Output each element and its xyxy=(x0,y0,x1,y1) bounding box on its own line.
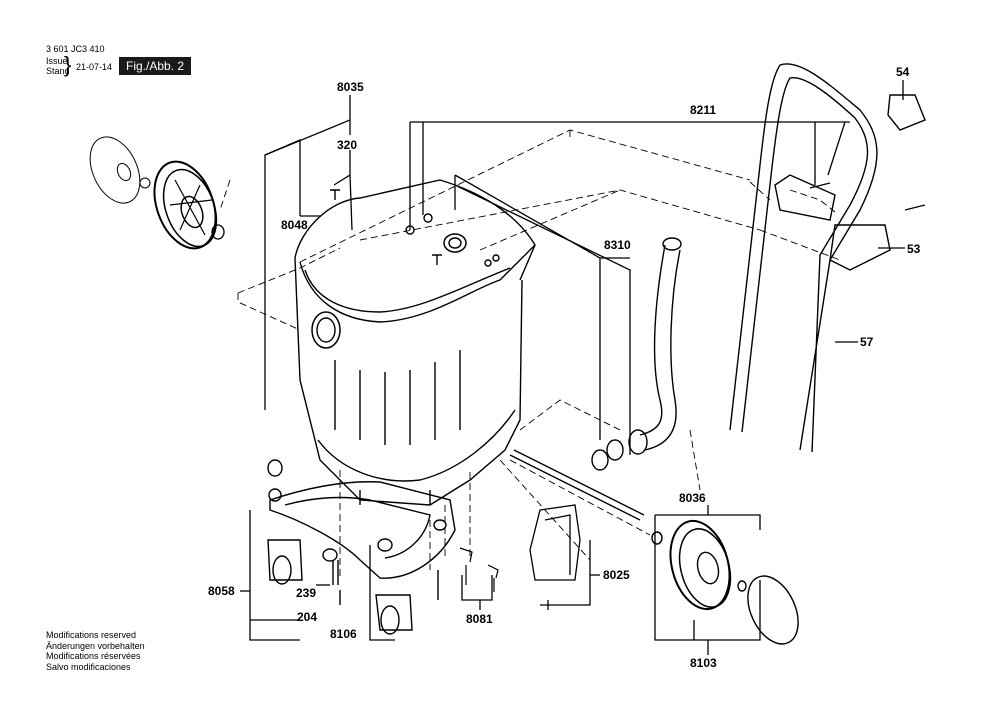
part-label-8081: 8081 xyxy=(466,612,493,626)
part-label-8035: 8035 xyxy=(337,80,364,94)
clip-parts xyxy=(459,547,499,592)
right-wheel-assembly xyxy=(509,449,799,645)
part-label-8103: 8103 xyxy=(690,656,717,670)
base-frame xyxy=(267,459,456,635)
footer-notice: Modifications reserved Änderungen vorbeh… xyxy=(46,630,145,672)
stand-label: Stand xyxy=(46,66,70,76)
issue-label: Issue xyxy=(46,56,68,66)
left-wheel-assembly xyxy=(89,136,225,250)
footer-line-english: Modifications reserved xyxy=(46,630,137,640)
part-label-8036: 8036 xyxy=(679,491,706,505)
footer-line-german: Änderungen vorbehalten xyxy=(46,640,145,651)
leader-lines xyxy=(240,80,905,655)
part-label-53: 53 xyxy=(907,242,921,256)
dashed-guide-lines xyxy=(219,129,841,580)
footer-line-french: Modifications réservées xyxy=(46,651,141,661)
part-label-204: 204 xyxy=(297,610,318,624)
brace-glyph: } xyxy=(64,52,72,77)
figure-label: Fig./Abb. 2 xyxy=(119,57,191,75)
part-label-320: 320 xyxy=(337,138,358,152)
handle xyxy=(729,63,926,453)
part-label-8211: 8211 xyxy=(690,103,717,117)
bracket-part xyxy=(529,504,581,610)
part-label-57: 57 xyxy=(860,335,874,349)
part-label-8106: 8106 xyxy=(330,627,357,641)
footer-line-spanish: Salvo modificaciones xyxy=(46,661,131,672)
part-label-8058: 8058 xyxy=(208,584,235,598)
part-label-239: 239 xyxy=(296,586,317,600)
part-label-8310: 8310 xyxy=(604,238,631,252)
part-label-8048: 8048 xyxy=(281,218,308,232)
part-label-8025: 8025 xyxy=(603,568,630,582)
document-number: 3 601 JC3 410 xyxy=(46,44,105,54)
hose xyxy=(591,237,682,471)
container-body xyxy=(294,179,536,506)
part-label-54: 54 xyxy=(896,65,910,79)
issue-date: 21-07-14 xyxy=(76,62,113,72)
